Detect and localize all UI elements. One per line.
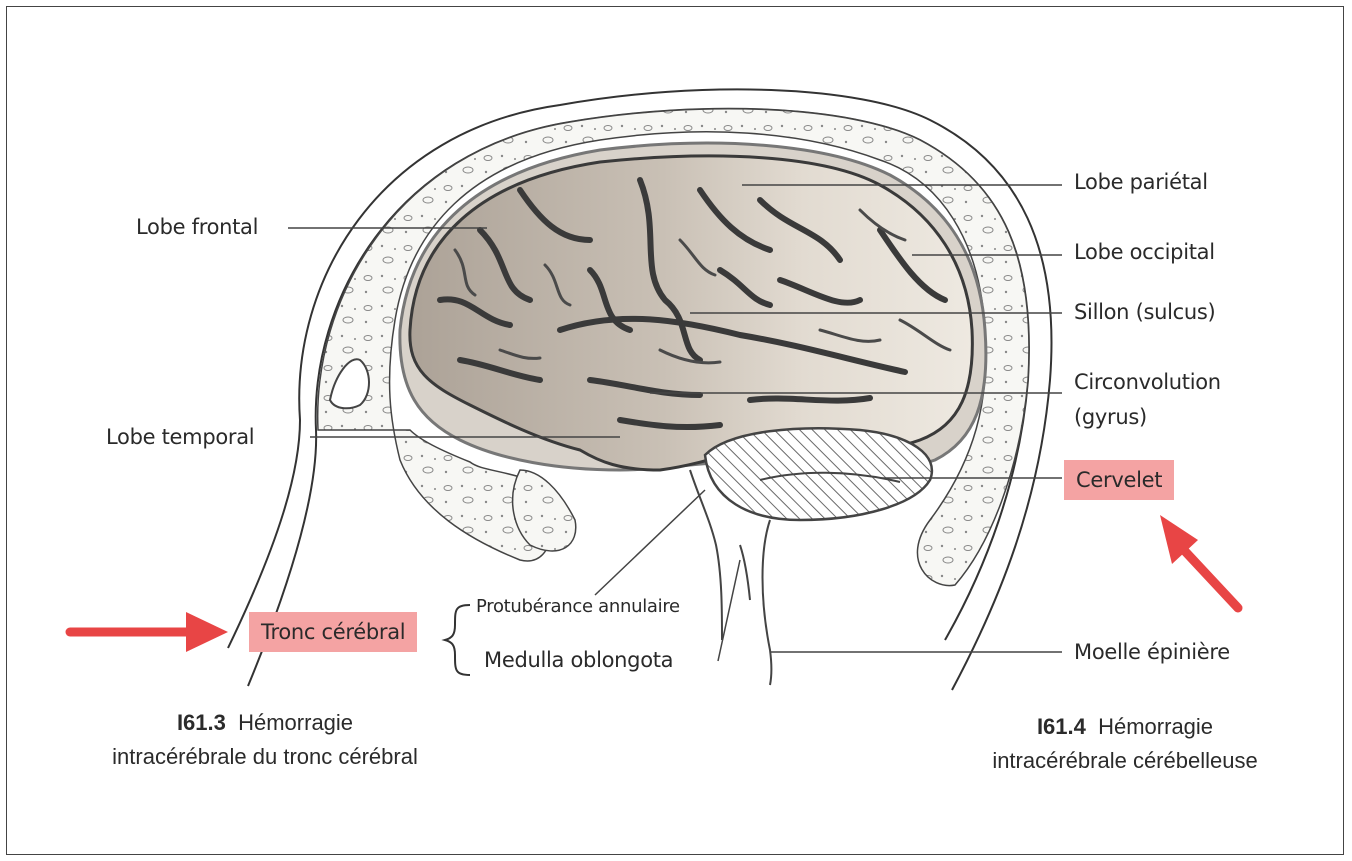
label-gyrus: (gyrus) [1074,405,1147,429]
label-sillon: Sillon (sulcus) [1074,300,1215,324]
brace [445,605,470,675]
label-tronc-cerebral: Tronc cérébral [249,612,417,652]
caption-left: I61.3 Hémorragie intracérébrale du tronc… [70,706,460,774]
label-lobe-temporal: Lobe temporal [106,425,254,449]
label-cervelet: Cervelet [1064,460,1174,500]
code-left: I61.3 [177,710,226,735]
label-lobe-parietal: Lobe pariétal [1074,170,1208,194]
red-arrow-icon [70,612,228,652]
label-medulla: Medulla oblongota [484,648,673,672]
code-right: I61.4 [1037,714,1086,739]
red-arrow-icon [1160,515,1238,608]
label-circonvolution: Circonvolution [1074,370,1221,394]
label-moelle: Moelle épinière [1074,640,1230,664]
caption-right-line2: intracérébrale cérébelleuse [945,744,1305,778]
label-lobe-occipital: Lobe occipital [1074,240,1215,264]
caption-right: I61.4 Hémorragie intracérébrale cérébell… [945,710,1305,778]
label-protuberance: Protubérance annulaire [476,596,680,617]
cerebellum [705,428,932,520]
caption-left-line2: intracérébrale du tronc cérébral [70,740,460,774]
label-lobe-frontal: Lobe frontal [136,215,258,239]
caption-left-line1: Hémorragie [238,710,353,735]
caption-right-line1: Hémorragie [1098,714,1213,739]
